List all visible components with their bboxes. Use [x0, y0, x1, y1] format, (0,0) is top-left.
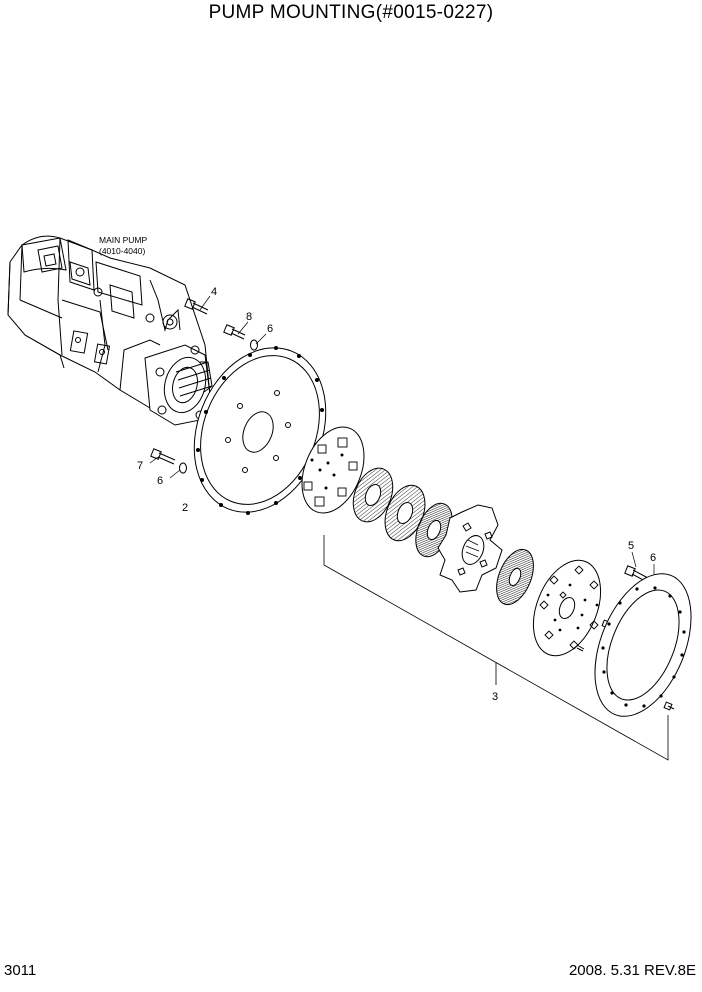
coupling-ring-plate	[594, 573, 692, 717]
callout-8: 8	[246, 311, 253, 323]
bolt-8	[223, 321, 249, 340]
callout-5: 5	[628, 540, 635, 552]
coupling-hub	[437, 504, 503, 593]
washer-6-lower	[169, 462, 187, 479]
callout-2: 2	[182, 502, 189, 514]
main-pump-range: (4010-4040)	[99, 246, 146, 256]
page-title: PUMP MOUNTING(#0015-0227)	[208, 2, 494, 23]
main-pump-name: MAIN PUMP	[99, 235, 148, 245]
coupling-pin-3	[663, 701, 675, 711]
callout-6-lower: 6	[157, 475, 164, 487]
coupling-plate-front	[301, 426, 365, 514]
main-pump	[7, 235, 213, 426]
friction-disc-4	[496, 548, 534, 606]
bolt-4	[184, 295, 211, 315]
coupling-pin-2	[576, 644, 585, 652]
page-number: 3011	[4, 962, 37, 979]
coupling-plate-rear	[532, 559, 602, 657]
friction-disc-2	[384, 484, 426, 542]
callout-3: 3	[492, 691, 499, 703]
friction-disc-1	[352, 467, 394, 523]
bolt-7	[149, 448, 176, 465]
callout-6-upper: 6	[267, 323, 274, 335]
bolt-5	[624, 551, 649, 583]
callout-4: 4	[211, 286, 218, 298]
washer-6-upper	[250, 333, 267, 351]
callout-7: 7	[137, 460, 144, 472]
revision-date: 2008. 5.31 REV.8E	[568, 962, 696, 979]
main-pump-label: MAIN PUMP (4010-4040)	[99, 235, 147, 257]
assembly-bracket	[323, 535, 669, 761]
callout-6-right: 6	[650, 552, 657, 564]
flywheel-housing-flange	[193, 346, 327, 515]
